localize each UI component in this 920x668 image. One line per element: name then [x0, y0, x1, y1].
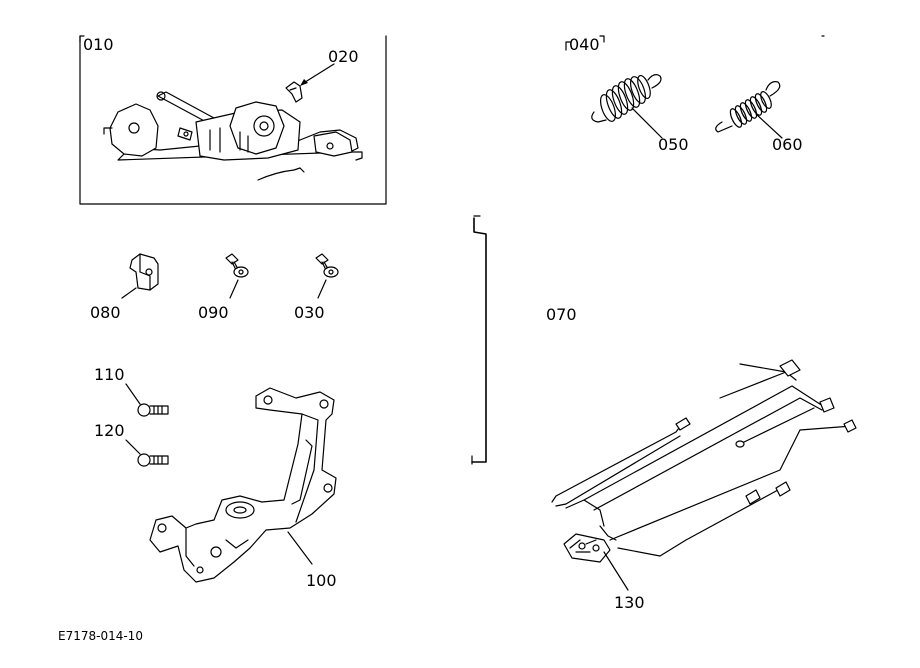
label-070: 070 — [546, 305, 577, 324]
part-030-bolt — [315, 253, 339, 299]
group-040-springs: 040 050 060 — [565, 35, 825, 154]
part-050-spring — [591, 74, 663, 139]
part-100-bracket — [149, 387, 337, 583]
label-120: 120 — [94, 421, 125, 440]
part-110-bolt — [125, 383, 169, 417]
part-070-rod — [471, 215, 487, 465]
label-060: 060 — [772, 135, 803, 154]
label-090: 090 — [198, 303, 229, 322]
label-020: 020 — [328, 47, 359, 66]
group-010-assembly: 010 — [79, 35, 387, 205]
part-060-spring — [715, 81, 783, 139]
drawing-code: E7178-014-10 — [58, 629, 143, 643]
label-100: 100 — [306, 571, 337, 590]
label-050: 050 — [658, 135, 689, 154]
part-020-clip — [285, 63, 335, 103]
label-030: 030 — [294, 303, 325, 322]
label-110: 110 — [94, 365, 125, 384]
label-130: 130 — [614, 593, 645, 612]
label-040: 040 — [569, 35, 600, 54]
part-130-wire-harness — [551, 359, 857, 591]
group-010-mechanism — [103, 91, 363, 181]
label-080: 080 — [90, 303, 121, 322]
label-010: 010 — [83, 35, 114, 54]
part-120-bolt — [125, 439, 169, 467]
part-080-bracket — [121, 253, 159, 299]
part-090-bolt — [225, 253, 249, 299]
